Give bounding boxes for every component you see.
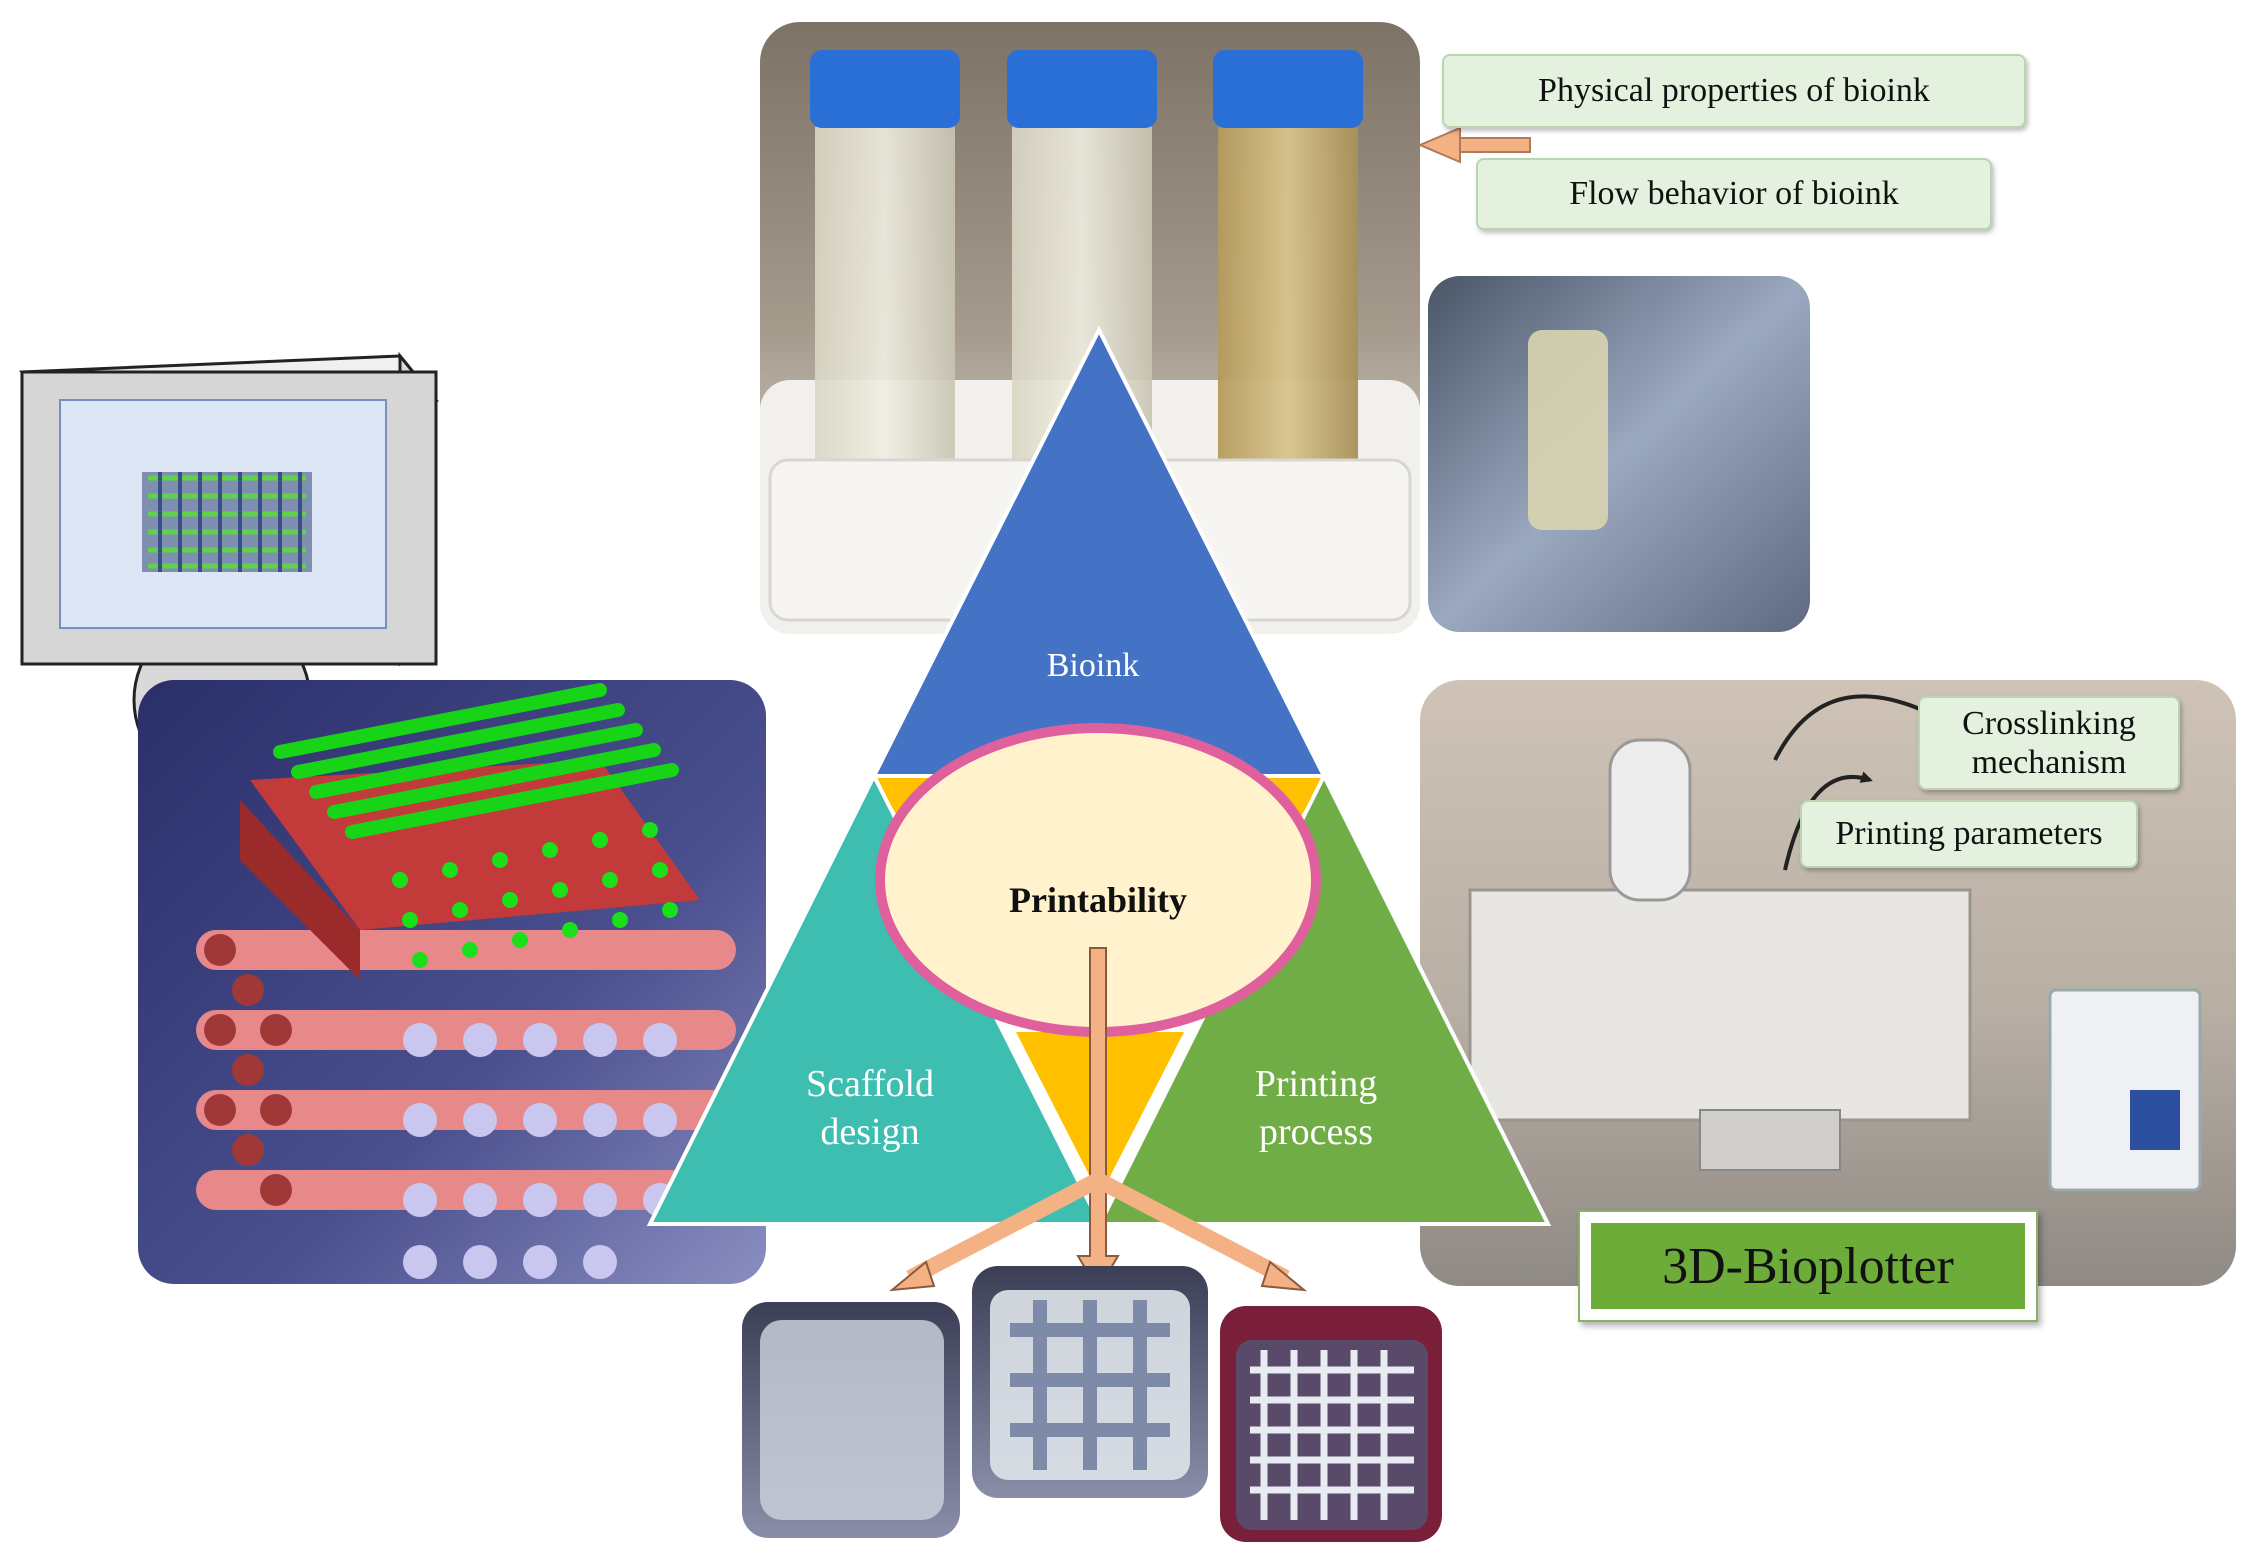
left-sample-arrow bbox=[906, 1172, 1102, 1286]
bioink-label: Bioink bbox=[1047, 647, 1140, 684]
bioplotter-label: 3D-Bioplotter bbox=[1591, 1223, 2025, 1309]
scaffold-3d-render bbox=[138, 680, 766, 1284]
screen-scaffold-icon bbox=[142, 472, 312, 572]
center-label: Printability bbox=[1009, 880, 1187, 920]
scaffold-upper-layers bbox=[240, 683, 700, 980]
process-label-line2: process bbox=[1259, 1111, 1373, 1153]
scaffold-label-line1: Scaffold bbox=[806, 1063, 934, 1105]
right-sample-arrow bbox=[1094, 1172, 1290, 1286]
crosslinking-line1: Crosslinking bbox=[1962, 704, 2136, 742]
printed-construct-photo bbox=[1428, 276, 1810, 632]
sample-photo-medium bbox=[972, 1266, 1208, 1498]
crosslinking-callout: Crosslinking mechanism bbox=[1918, 696, 2180, 790]
scaffold-label-line2: design bbox=[820, 1111, 919, 1153]
bioplotter-label-box: 3D-Bioplotter bbox=[1578, 1210, 2038, 1322]
sample-photo-good bbox=[1220, 1306, 1442, 1542]
printability-pyramid: Printability Bioink Scaffold design Prin… bbox=[646, 325, 1552, 1226]
sample-photo-poor bbox=[742, 1302, 960, 1538]
printed-samples bbox=[742, 1266, 1442, 1542]
crosslinking-line2: mechanism bbox=[1971, 744, 2127, 781]
process-label-line1: Printing bbox=[1255, 1063, 1377, 1105]
printing-parameters-callout: Printing parameters bbox=[1800, 800, 2138, 868]
flow-behavior-callout: Flow behavior of bioink bbox=[1476, 158, 1992, 230]
physical-properties-callout: Physical properties of bioink bbox=[1442, 54, 2026, 128]
callout-pointer-arrow bbox=[1417, 126, 1531, 164]
